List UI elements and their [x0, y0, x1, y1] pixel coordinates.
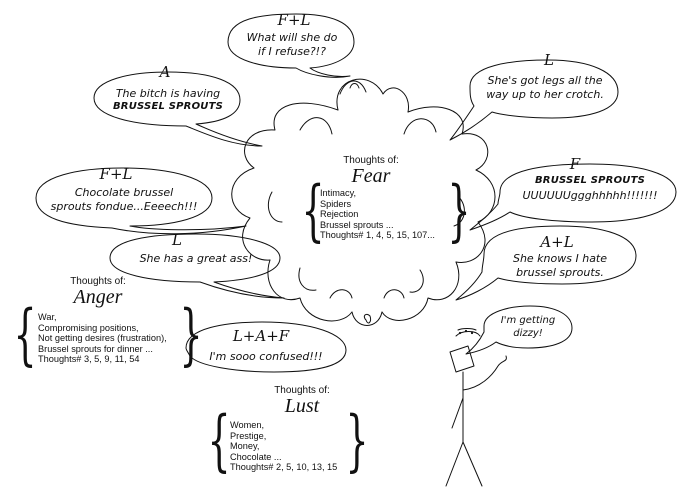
anger-item: Thoughts# 3, 5, 9, 11, 54 [38, 354, 140, 365]
fear-item: Thoughts# 1, 4, 5, 15, 107... [320, 230, 435, 241]
midright-line2: UUUUUUggghhhhh!!!!!!! [522, 189, 658, 202]
fear-list: Intimacy, Spiders Rejection Brussel spro… [320, 188, 435, 241]
anger-item: Compromising positions, [38, 322, 139, 333]
anger-title: Anger [73, 286, 123, 308]
midleft-line2: sprouts fondue...Eeeech!!! [50, 200, 198, 213]
anger-item: Brussel sprouts for dinner ... [38, 343, 153, 354]
fear-item: Rejection [320, 209, 359, 220]
fear-item: Spiders [320, 198, 352, 209]
fear-heading: Thoughts of: [343, 155, 399, 166]
topleft-line1: The bitch is having [115, 87, 221, 100]
top-line2: if I refuse?!? [258, 45, 326, 58]
fear-item: Intimacy, [320, 188, 357, 198]
lowright-line1: She knows I hate [512, 252, 608, 265]
bubble-topleft-outline [93, 71, 263, 147]
bubble-lowright-outline [455, 225, 637, 301]
top-line1: What will she do [246, 31, 338, 44]
anger-item: War, [38, 312, 57, 322]
anger-heading: Thoughts of: [70, 276, 126, 287]
lust-title: Lust [284, 395, 320, 417]
midleft-speaker: F+L [99, 165, 133, 183]
lust-item: Prestige, [230, 430, 267, 441]
lust-item: Money, [230, 441, 260, 452]
top-speaker: F+L [277, 11, 311, 29]
person-line1: I'm getting [500, 315, 556, 326]
topleft-line2: BRUSSEL SPROUTS [112, 101, 224, 112]
fear-item: Brussel sprouts ... [320, 219, 394, 230]
lust-item: Chocolate ... [230, 451, 282, 462]
topright-line1: She's got legs all the [487, 74, 603, 87]
bubble-top-outline [227, 13, 355, 78]
midright-line1: BRUSSEL SPROUTS [534, 175, 646, 186]
lust-list: Women, Prestige, Money, Chocolate ... Th… [230, 420, 337, 473]
topleft-speaker: A [159, 63, 171, 81]
person-line2: dizzy! [513, 328, 543, 339]
midleft-line1: Chocolate brussel [74, 186, 174, 199]
bubble-bottom-outline [185, 321, 347, 373]
fear-title: Fear [351, 165, 391, 187]
bubble-midright-outline [469, 163, 677, 231]
bottom-speaker: L+A+F [232, 327, 290, 345]
bubble-person-outline [465, 305, 573, 355]
lowleft-speaker: L [172, 231, 182, 249]
stick-figure [445, 328, 507, 487]
bubble-lowleft-outline [109, 233, 285, 299]
anger-item: Not getting desires (frustration), [38, 333, 167, 344]
topright-line2: way up to her crotch. [486, 88, 604, 101]
dizzy-marks [458, 329, 474, 335]
midright-speaker: F [569, 155, 581, 173]
anger-list: War, Compromising positions, Not getting… [38, 312, 167, 365]
lust-item: Women, [230, 420, 265, 430]
lust-brace-close: } [345, 402, 369, 479]
lowright-speaker: A+L [540, 233, 574, 251]
anger-brace-open: { [13, 296, 37, 373]
bottom-line1: I'm sooo confused!!! [209, 350, 323, 363]
anger-brace-close: } [179, 296, 203, 373]
fear-brace-close: } [447, 172, 471, 249]
bubble-midleft-outline [35, 167, 247, 235]
lust-heading: Thoughts of: [274, 385, 330, 396]
lust-item: Thoughts# 2, 5, 10, 13, 15 [230, 462, 338, 473]
bubble-topright-outline [449, 59, 619, 141]
topright-speaker: L [544, 51, 554, 69]
lowleft-line1: She has a great ass! [139, 252, 253, 265]
lust-brace-open: { [207, 402, 231, 479]
lowright-line2: brussel sprouts. [516, 266, 604, 279]
fear-brace-open: { [301, 172, 325, 249]
